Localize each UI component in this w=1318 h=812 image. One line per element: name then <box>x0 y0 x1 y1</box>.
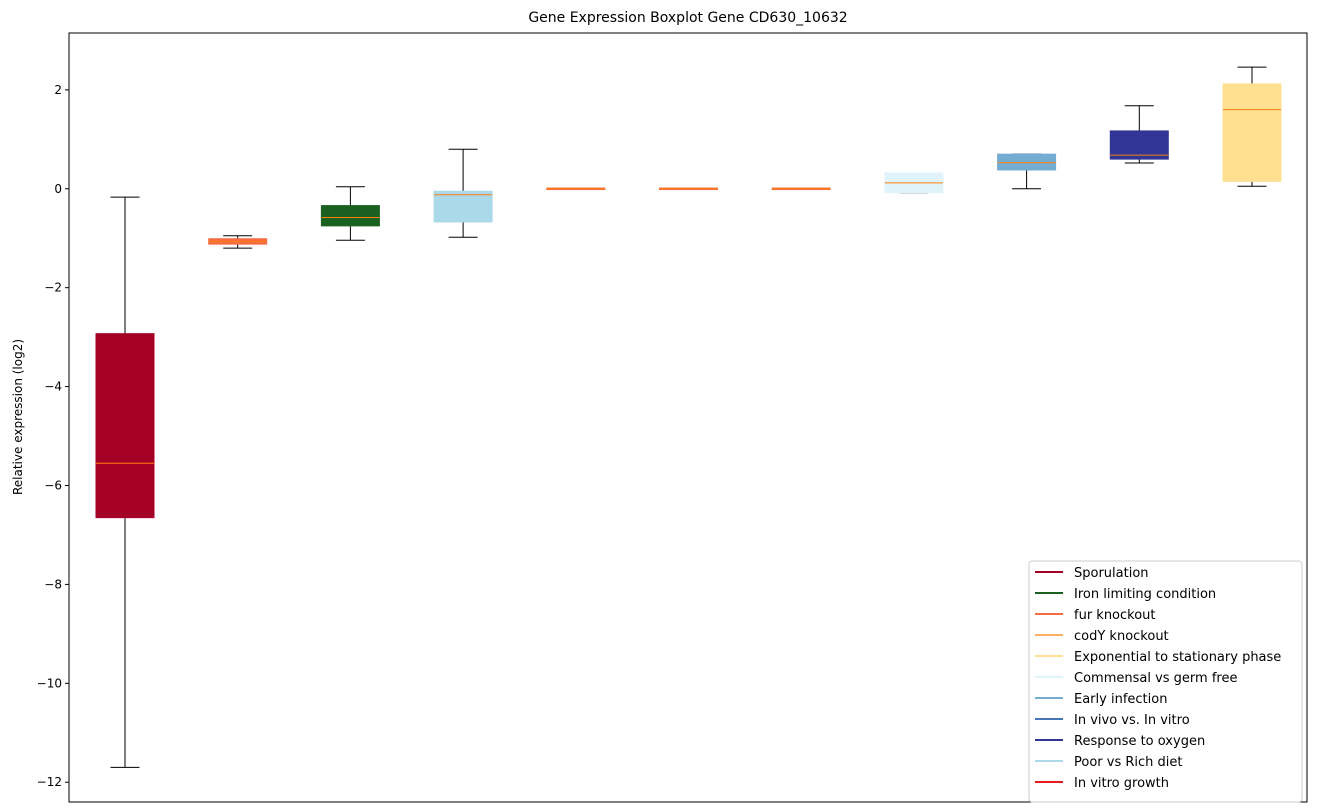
box-group <box>884 172 944 194</box>
legend-label: Sporulation <box>1074 566 1149 581</box>
legend-item: In vivo vs. In vitro <box>1035 713 1190 728</box>
legend-item: Response to oxygen <box>1035 734 1205 749</box>
box-group <box>771 187 831 191</box>
box-group <box>1109 105 1169 164</box>
legend-label: In vivo vs. In vitro <box>1074 713 1190 728</box>
y-tick-label: 0 <box>54 182 62 196</box>
legend-item: Sporulation <box>1035 566 1149 581</box>
box-group <box>1222 66 1282 187</box>
y-tick-label: 2 <box>54 83 62 97</box>
legend-label: codY knockout <box>1074 629 1169 644</box>
box-group <box>659 187 718 191</box>
box-iqr <box>1109 130 1169 160</box>
legend-item: Iron limiting condition <box>1035 587 1216 602</box>
legend-item: codY knockout <box>1035 629 1169 644</box>
legend-item: fur knockout <box>1035 608 1156 623</box>
y-tick-label: −12 <box>37 775 62 789</box>
box-iqr <box>433 190 493 223</box>
axes-frame <box>68 32 1308 803</box>
box-group <box>433 148 493 238</box>
legend-item: Early infection <box>1035 692 1167 707</box>
y-axis-label: Relative expression (log2) <box>11 339 25 495</box>
legend-label: Poor vs Rich diet <box>1074 755 1182 770</box>
legend-label: Exponential to stationary phase <box>1074 650 1281 665</box>
legend-label: In vitro growth <box>1074 776 1169 791</box>
box-iqr <box>1222 83 1282 182</box>
legend-item: In vitro growth <box>1035 776 1169 791</box>
plot-area <box>95 66 1282 768</box>
legend-box <box>1028 560 1303 803</box>
legend-label: Early infection <box>1074 692 1167 707</box>
legend-item: Poor vs Rich diet <box>1035 755 1182 770</box>
y-tick-label: −8 <box>44 577 62 591</box>
y-tick-label: −10 <box>37 676 62 690</box>
box-group <box>997 153 1057 190</box>
box-group <box>208 235 268 249</box>
y-tick-label: −6 <box>44 478 62 492</box>
legend-item: Exponential to stationary phase <box>1035 650 1281 665</box>
box-iqr <box>95 333 155 519</box>
legend-label: Response to oxygen <box>1074 734 1205 749</box>
box-iqr <box>320 205 380 227</box>
legend-item: Commensal vs germ free <box>1035 671 1237 686</box>
y-tick-label: −4 <box>44 380 62 394</box>
legend-label: Iron limiting condition <box>1074 587 1216 602</box>
y-tick-label: −2 <box>44 281 62 295</box>
y-axis-ticks: −12 −10 −8 −6 −4 −2 0 2 <box>37 83 69 789</box>
box-group <box>320 186 380 241</box>
box-group <box>95 196 155 768</box>
legend-label: fur knockout <box>1074 608 1156 623</box>
legend-label: Commensal vs germ free <box>1074 671 1237 686</box>
box-group <box>546 187 606 191</box>
chart-title: Gene Expression Boxplot Gene CD630_10632 <box>528 10 847 26</box>
